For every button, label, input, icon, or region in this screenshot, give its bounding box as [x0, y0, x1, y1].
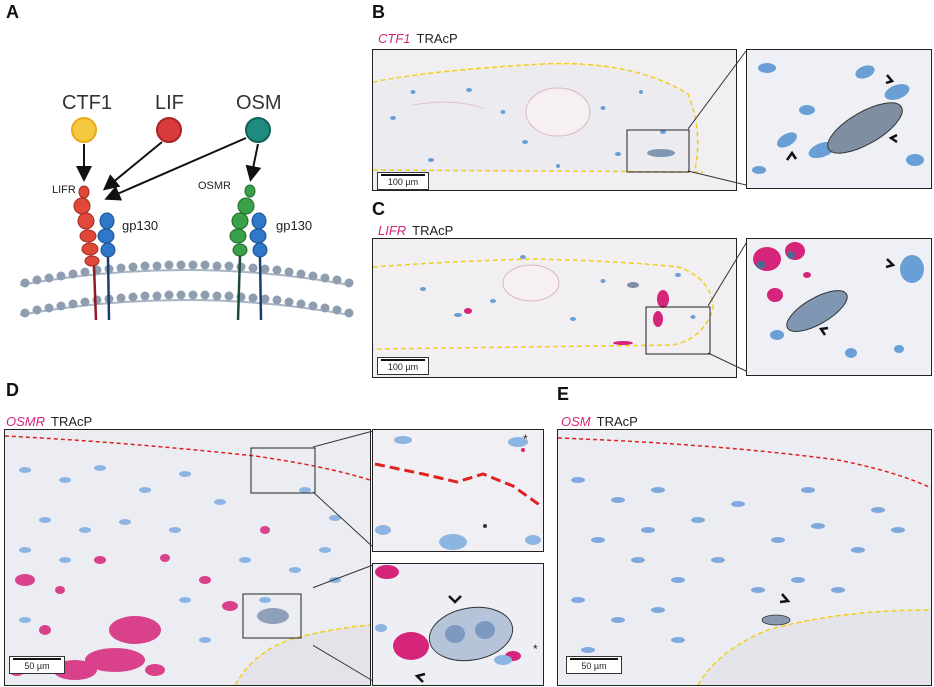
panel-e-legend: OSM TRAcP: [561, 414, 638, 429]
cell-membrane: [19, 260, 354, 318]
tracp-label: TRAcP: [596, 414, 638, 429]
ctf1-ligand-icon: [71, 117, 97, 143]
panel-b-label: B: [372, 2, 385, 22]
ctf1-micrograph-inset: [746, 49, 932, 189]
lifr-micrograph-overview: 100 µm: [372, 238, 737, 378]
binding-arrows: [76, 137, 262, 201]
gp130-left-receptor: [97, 212, 116, 258]
lifr-micrograph-inset: [746, 238, 932, 376]
ctf1-micrograph-overview: 100 µm: [372, 49, 737, 191]
tracp-label: TRAcP: [51, 414, 93, 429]
osm-micrograph: 50 µm: [557, 429, 932, 686]
osm-label: OSM: [236, 92, 282, 114]
panel-c-legend: LIFR TRAcP: [378, 223, 453, 238]
gp130-left-label: gp130: [122, 218, 159, 233]
gp130-right-label: gp130: [276, 218, 313, 233]
tracp-label: TRAcP: [412, 223, 454, 238]
osmr-micrograph-inset-top: *: [372, 429, 544, 552]
panel-c-zoom-lines: [708, 239, 749, 373]
panel-a-label: A: [6, 2, 19, 22]
lifr-label: LIFR: [52, 184, 76, 196]
panel-d-label: D: [6, 380, 19, 400]
panel-b-legend: CTF1 TRAcP: [378, 31, 458, 46]
osmr-micrograph-inset-bottom: *: [372, 563, 544, 686]
ctf1-label: CTF1: [62, 92, 112, 114]
panel-c-label: C: [372, 199, 385, 219]
panel-c-scalebar: 100 µm: [377, 357, 429, 375]
panel-b-zoom-lines: [688, 50, 747, 186]
scalebar-label: 50 µm: [581, 661, 607, 671]
osmr-micrograph-overview: 50 µm: [4, 429, 371, 686]
panel-e-scalebar: 50 µm: [566, 656, 622, 674]
scalebar-label: 100 µm: [387, 362, 419, 372]
osmr-stain-label: OSMR: [6, 414, 45, 429]
osmr-label: OSMR: [198, 180, 231, 192]
lifr-stain-label: LIFR: [378, 223, 407, 238]
panel-b-scalebar: 100 µm: [377, 172, 429, 190]
scalebar-label: 100 µm: [387, 177, 419, 187]
panel-d-legend: OSMR TRAcP: [6, 414, 92, 429]
panel-d-scalebar: 50 µm: [9, 656, 65, 674]
ctf1-stain-label: CTF1: [378, 31, 411, 46]
panel-d-zoom-lines: [313, 430, 374, 682]
tracp-label: TRAcP: [416, 31, 458, 46]
asterisk-marker: *: [523, 432, 528, 446]
osm-stain-label: OSM: [561, 414, 591, 429]
asterisk-marker: *: [533, 642, 538, 656]
gp130-right-receptor: [249, 212, 268, 258]
panel-e-label: E: [557, 384, 570, 404]
lifr-receptor: [73, 185, 100, 267]
scalebar-label: 50 µm: [24, 661, 50, 671]
signaling-diagram: [10, 80, 360, 330]
osmr-receptor: [229, 184, 256, 257]
lif-ligand-icon: [156, 117, 182, 143]
osm-ligand-icon: [245, 117, 271, 143]
lif-label: LIF: [155, 92, 184, 114]
